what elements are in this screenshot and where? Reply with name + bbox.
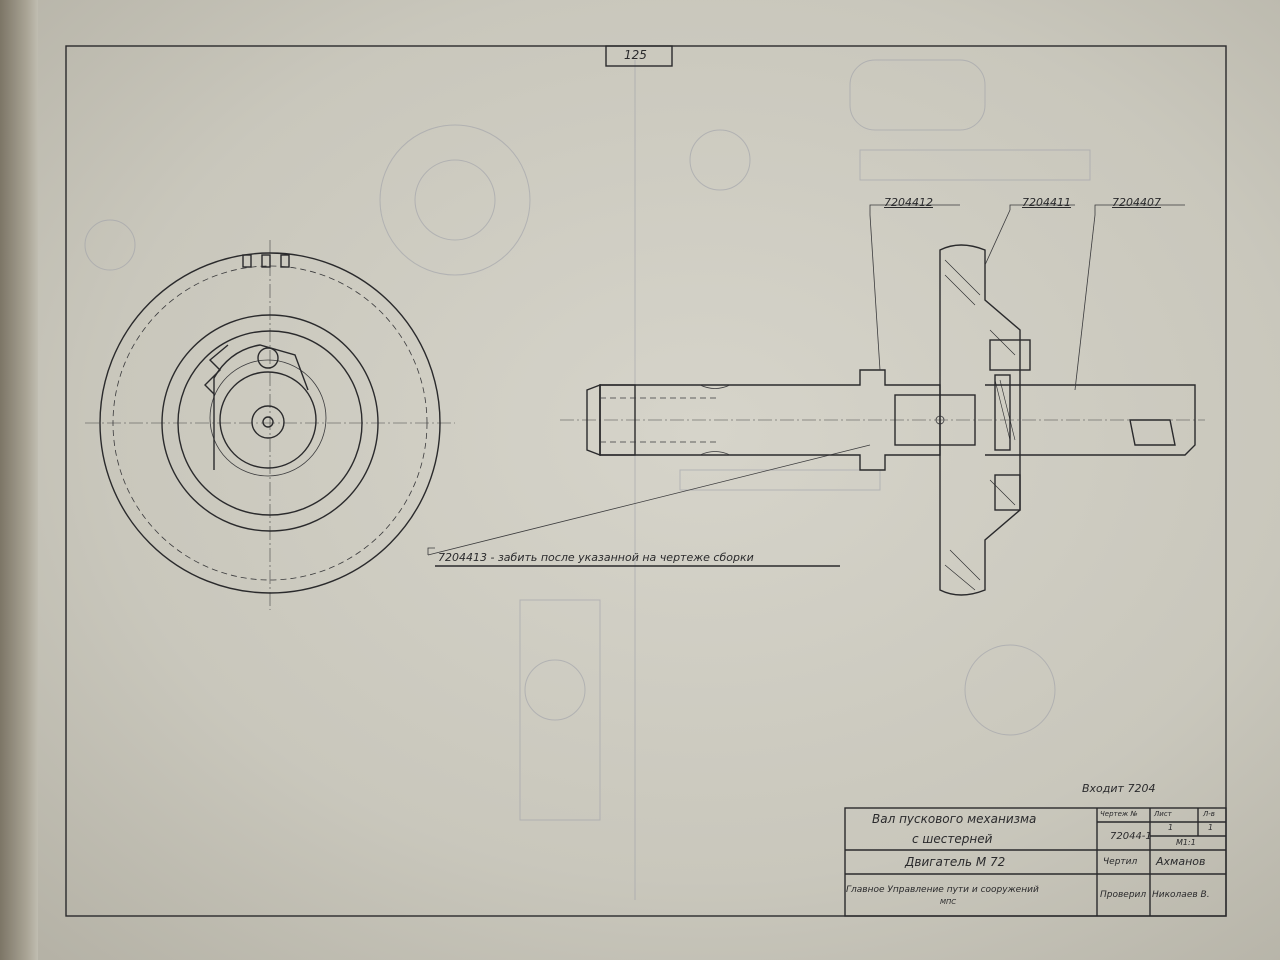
show-through-ghost — [84, 59, 1091, 900]
organization: Главное Управление пути и сооружений — [846, 885, 1039, 895]
callout-7204411: 7204411 — [1022, 196, 1071, 209]
engine: Двигатель М 72 — [905, 855, 1006, 869]
leader-lines — [427, 204, 1185, 567]
checked-label: Проверил — [1100, 890, 1147, 900]
callout-7204412: 7204412 — [884, 196, 933, 209]
title-block — [844, 807, 1227, 917]
sheet-number-box — [605, 45, 673, 67]
sheets-value: 1 — [1208, 823, 1214, 832]
binding-spine — [0, 0, 38, 960]
title-line2: с шестерней — [912, 832, 993, 846]
gear-end-view — [85, 240, 455, 610]
enters-into: Входит 7204 — [1082, 782, 1156, 795]
sheet-value: 1 — [1168, 823, 1174, 832]
drawn-by: Ахманов — [1156, 855, 1206, 868]
assembly-note: 7204413 - забить после указанной на черт… — [438, 551, 754, 564]
sheet-label: Лист — [1154, 810, 1172, 818]
callout-7204407: 7204407 — [1112, 196, 1161, 209]
title-line1: Вал пускового механизма — [872, 812, 1037, 826]
sheets-label: Л-в — [1203, 810, 1215, 818]
sheet-number: 125 — [624, 48, 647, 62]
drawing-frame — [65, 45, 1227, 917]
organization-sub: МПС — [940, 898, 957, 906]
drawn-label: Чертил — [1103, 857, 1138, 867]
checked-by: Николаев В. — [1152, 890, 1210, 900]
drawing-no-label: Чертеж № — [1100, 810, 1138, 818]
scale: М1:1 — [1176, 838, 1196, 847]
shaft-side-view — [560, 244, 1205, 596]
drawing-no: 72044-1 — [1110, 831, 1152, 842]
